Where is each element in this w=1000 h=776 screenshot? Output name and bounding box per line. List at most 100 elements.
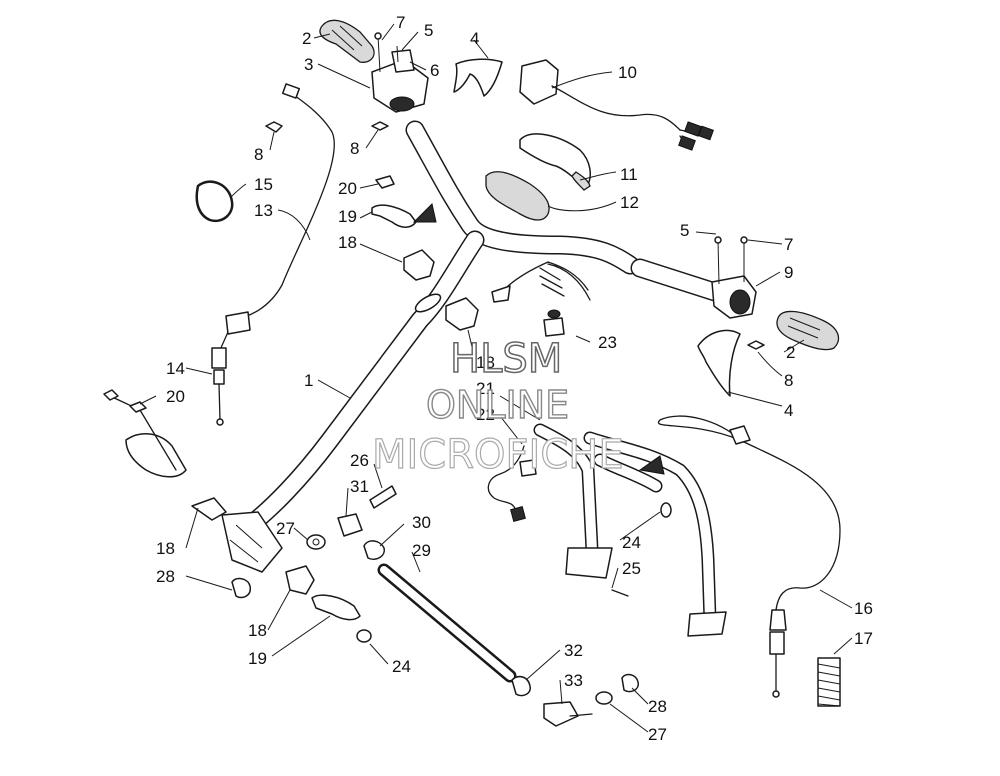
callout-19-lower: 19 [248, 649, 267, 668]
nut-32 [511, 675, 531, 697]
callout-27-left: 27 [276, 519, 295, 538]
watermark: HLSM ONLINE MICROFICHE [371, 335, 624, 478]
bushing-28-left [231, 577, 251, 599]
callout-1: 1 [304, 371, 313, 390]
steering-post [221, 230, 485, 573]
screw-25 [611, 589, 629, 597]
callout-18-lower-left: 18 [156, 539, 175, 558]
callout-labels: 2 3 7 5 6 4 10 8 8 11 12 15 13 20 19 18 … [156, 13, 873, 744]
callout-22: 22 [476, 405, 495, 424]
bushing-28-right [621, 673, 639, 693]
harness-22 [487, 445, 537, 522]
callout-27-right: 27 [648, 725, 667, 744]
lower-bracket-18-19 [285, 565, 372, 643]
post-collar [414, 293, 442, 313]
callout-33: 33 [564, 671, 583, 690]
callout-8-left: 8 [254, 145, 263, 164]
callout-11: 11 [620, 165, 638, 184]
steering-link [306, 485, 639, 727]
tie-rod-end-33 [543, 701, 579, 727]
callout-4-upper: 4 [470, 29, 479, 48]
callout-4-lower: 4 [784, 401, 793, 420]
callout-25: 25 [622, 559, 641, 578]
post-lower-bracket [221, 511, 283, 573]
callout-2-left: 2 [302, 29, 311, 48]
grip-cover-11 [519, 133, 592, 191]
bushing-30 [363, 540, 385, 560]
tether-23 [491, 261, 591, 337]
clip-4-upper [453, 58, 503, 97]
callout-28-left: 28 [156, 567, 175, 586]
bolt-26 [369, 485, 397, 509]
callout-8-center: 8 [350, 139, 359, 158]
bracket-18-upper [403, 249, 435, 281]
clip-4-lower [697, 329, 741, 397]
callout-13: 13 [254, 201, 273, 220]
washer-27-left [306, 534, 326, 550]
plate-6 [391, 49, 415, 73]
callout-8-right: 8 [784, 371, 793, 390]
callout-14: 14 [166, 359, 185, 378]
left-grip [319, 19, 375, 63]
right-grip-2 [776, 310, 840, 351]
arrow-lower [638, 455, 665, 475]
callout-10: 10 [618, 63, 637, 82]
callout-30: 30 [412, 513, 431, 532]
callout-24-left: 24 [392, 657, 411, 676]
screw-7 [374, 32, 382, 40]
hardware-8-left [265, 121, 389, 133]
callout-18-upper: 18 [338, 233, 357, 252]
callout-15: 15 [254, 175, 273, 194]
leader-lines [139, 23, 853, 733]
callout-6: 6 [430, 61, 439, 80]
watermark-line1: HLSM [450, 336, 562, 382]
callout-21: 21 [476, 379, 495, 398]
nut-24-right [660, 502, 672, 518]
callout-32: 32 [564, 641, 583, 660]
watermark-line3: MICROFICHE [372, 432, 624, 478]
callout-12: 12 [620, 193, 639, 212]
cable-13 [211, 83, 335, 426]
right-housing-9 [711, 236, 757, 319]
arrow-upper [412, 203, 437, 223]
spring-17 [817, 657, 841, 707]
callout-28-right: 28 [648, 697, 667, 716]
hardware-8-right [747, 340, 765, 350]
callout-20-lower: 20 [166, 387, 185, 406]
callout-18-lower: 18 [248, 621, 267, 640]
callout-29: 29 [412, 541, 431, 560]
lower-left-bracket [103, 389, 251, 599]
callout-31: 31 [350, 477, 369, 496]
cable-16 [657, 415, 841, 698]
clip-15 [195, 180, 234, 223]
grip-heater-12 [485, 171, 550, 221]
callout-2-right: 2 [786, 343, 795, 362]
bracket-18-mid [445, 297, 479, 331]
callout-7-left: 7 [396, 13, 405, 32]
foot-plate-left [565, 547, 613, 579]
nut-24-left [356, 629, 372, 643]
throttle-housing [371, 32, 429, 113]
callout-3: 3 [304, 55, 313, 74]
console-frame [533, 423, 727, 637]
screw-20-upper [375, 175, 395, 189]
callout-19-upper: 19 [338, 207, 357, 226]
callout-5-right: 5 [680, 221, 689, 240]
washer-27-right [595, 691, 613, 705]
callout-24-right: 24 [622, 533, 641, 552]
callout-7-right: 7 [784, 235, 793, 254]
callout-26: 26 [350, 451, 369, 470]
bracket-19-upper [371, 175, 437, 228]
callout-23: 23 [598, 333, 617, 352]
callout-9: 9 [784, 263, 793, 282]
callout-5-left: 5 [424, 21, 433, 40]
switch-10 [519, 59, 714, 151]
watermark-line2: ONLINE [426, 383, 569, 427]
callout-18-mid: 18 [476, 353, 495, 372]
callout-20-upper: 20 [338, 179, 357, 198]
callout-16: 16 [854, 599, 873, 618]
bushing-31 [337, 513, 363, 537]
foot-plate-right [687, 611, 727, 637]
callout-17: 17 [854, 629, 873, 648]
